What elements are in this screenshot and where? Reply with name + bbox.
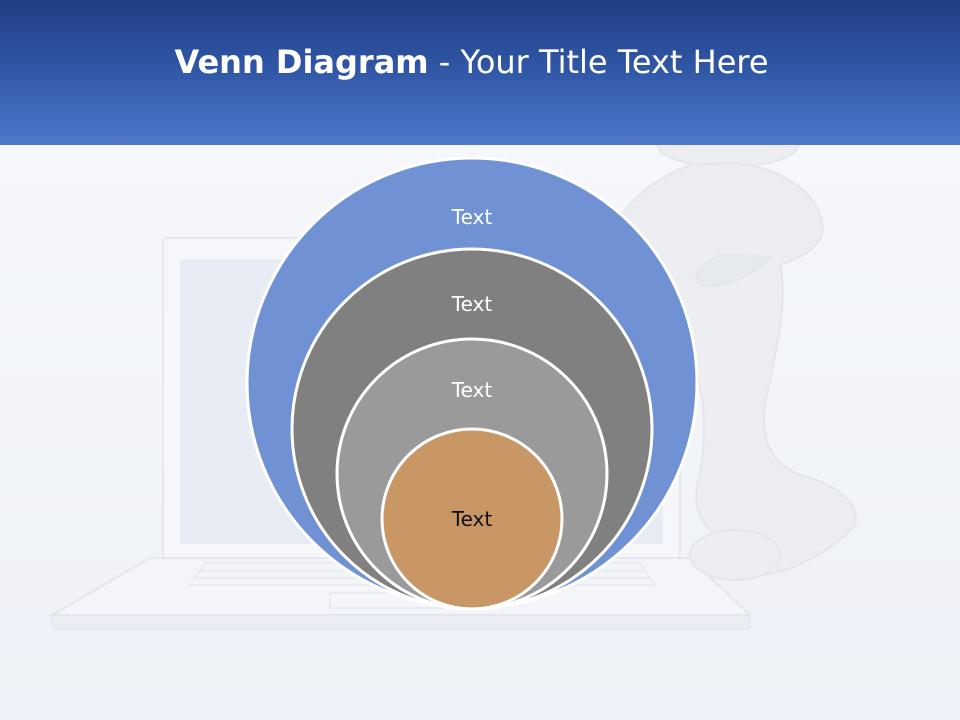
venn-label-outer: Text: [451, 205, 493, 229]
slide-title: Venn Diagram - Your Title Text Here: [0, 42, 943, 82]
figure-illustration: [610, 145, 857, 581]
slide-content: Text Text Text Text: [0, 145, 960, 720]
title-bold: Venn Diagram: [174, 43, 429, 81]
venn-circle-inner: [380, 427, 564, 611]
title-rest: - Your Title Text Here: [428, 43, 769, 81]
venn-diagram: Text Text Text Text: [245, 156, 699, 611]
venn-label-inner: Text: [451, 507, 493, 531]
venn-label-third: Text: [451, 378, 493, 402]
venn-label-second: Text: [451, 292, 493, 316]
title-bar: Venn Diagram - Your Title Text Here: [0, 0, 960, 145]
